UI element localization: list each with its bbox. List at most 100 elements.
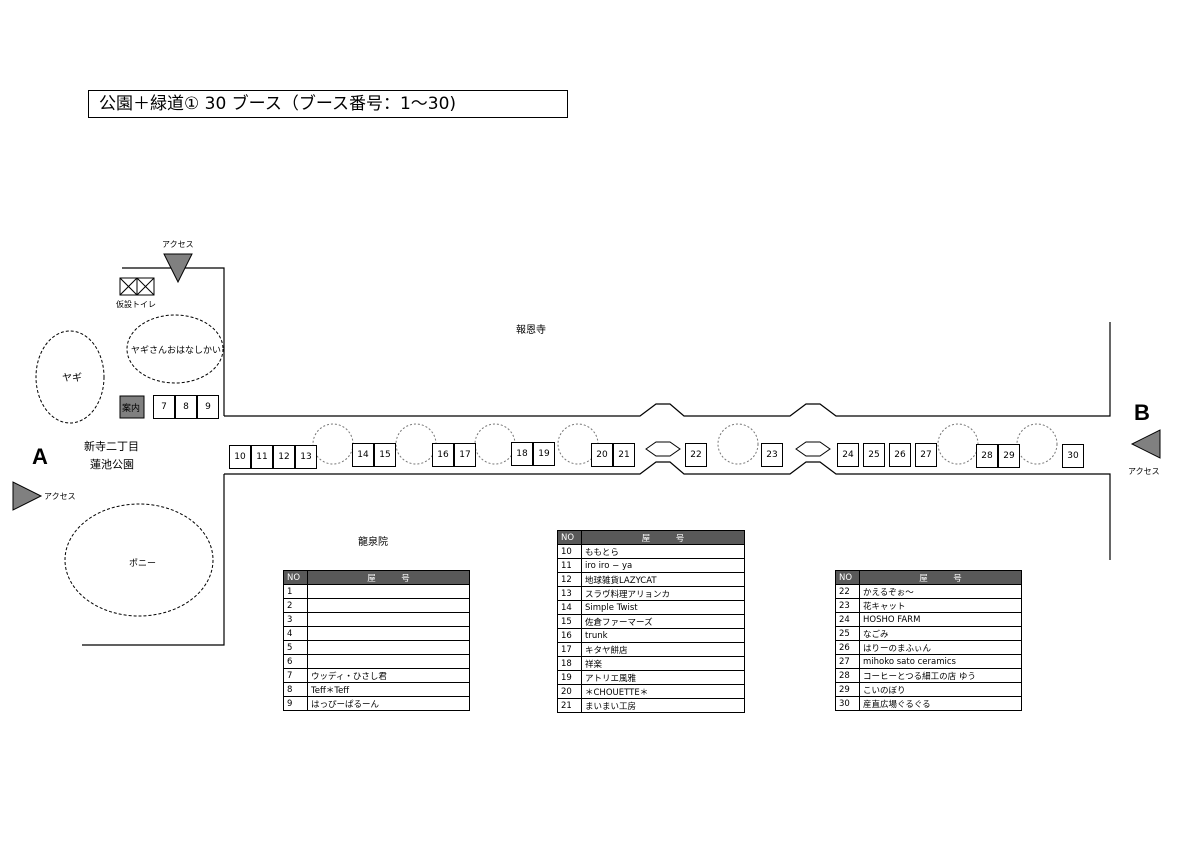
booth-number-cell: 18	[557, 656, 582, 671]
booth-number-cell: 4	[283, 626, 308, 641]
shop-name-cell: アトリエ風雅	[581, 670, 745, 685]
booth: 19	[533, 442, 555, 466]
booth-number-cell: 16	[557, 628, 582, 643]
shop-name-cell: HOSHO FARM	[859, 612, 1022, 627]
table-row: 20＊CHOUETTE＊	[557, 684, 745, 699]
booth: 16	[432, 443, 454, 467]
shop-name-cell: まいまい工房	[581, 698, 745, 713]
booth: 18	[511, 442, 533, 466]
shop-name-cell: mihoko sato ceramics	[859, 654, 1022, 669]
access-arrow-icon	[12, 481, 43, 511]
table-header-no: NO	[283, 570, 308, 585]
shop-name-cell: はっぴーぱるーん	[307, 696, 470, 711]
booth: 28	[976, 444, 998, 468]
booth-number-cell: 19	[557, 670, 582, 685]
booth-number-cell: 5	[283, 640, 308, 655]
shop-name-cell: なごみ	[859, 626, 1022, 641]
booth-number-cell: 12	[557, 572, 582, 587]
shop-name-cell: かえるぞぉ〜	[859, 584, 1022, 599]
temple-south-label: 龍泉院	[358, 537, 388, 548]
table-row: 6	[283, 654, 470, 669]
shop-name-cell: 佐倉ファーマーズ	[581, 614, 745, 629]
table-row: 5	[283, 640, 470, 655]
booth: 14	[352, 443, 374, 467]
access-label: アクセス	[44, 492, 76, 501]
booth: 11	[251, 445, 273, 469]
shop-name-cell: 花キャット	[859, 598, 1022, 613]
booth: 30	[1062, 444, 1084, 468]
park-name-line2: 蓮池公園	[90, 458, 134, 471]
booth: 17	[454, 443, 476, 467]
shop-name-cell	[307, 598, 470, 613]
booth: 7	[153, 395, 175, 419]
booth-number-cell: 24	[835, 612, 860, 627]
shop-name-cell: 産直広場ぐるぐる	[859, 696, 1022, 711]
booth: 9	[197, 395, 219, 419]
booth: 8	[175, 395, 197, 419]
booth: 23	[761, 443, 783, 467]
table-header-name: 屋 号	[307, 570, 470, 585]
booth-number-cell: 15	[557, 614, 582, 629]
booth: 22	[685, 443, 707, 467]
table-row: 3	[283, 612, 470, 627]
booth-number-cell: 26	[835, 640, 860, 655]
info-label: 案内	[122, 404, 141, 414]
shop-name-cell: キタヤ餅店	[581, 642, 745, 657]
booth-number-cell: 10	[557, 544, 582, 559]
booth-number-cell: 29	[835, 682, 860, 697]
booth-number-cell: 23	[835, 598, 860, 613]
toilet-icon	[119, 277, 155, 296]
shop-name-cell: ももとら	[581, 544, 745, 559]
access-arrow-icon	[163, 253, 193, 284]
shop-name-cell	[307, 612, 470, 627]
shop-name-cell: はりーのまふぃん	[859, 640, 1022, 655]
booth-number-cell: 22	[835, 584, 860, 599]
booth-number-cell: 13	[557, 586, 582, 601]
booth-number-cell: 28	[835, 668, 860, 683]
table-header-no: NO	[557, 530, 582, 545]
booth-number-cell: 30	[835, 696, 860, 711]
table-header-name: 屋 号	[859, 570, 1022, 585]
booth-number-cell: 2	[283, 598, 308, 613]
booth: 15	[374, 443, 396, 467]
booth: 24	[837, 443, 859, 467]
booth-number-cell: 9	[283, 696, 308, 711]
shop-name-cell: 地球雑貨LAZYCAT	[581, 572, 745, 587]
table-row: 1	[283, 584, 470, 599]
point-a: A	[32, 444, 48, 469]
shop-name-cell	[307, 626, 470, 641]
booth-number-cell: 14	[557, 600, 582, 615]
goat-talk-label: ヤギさんおはなしかい	[131, 346, 222, 356]
access-arrow-icon	[1130, 429, 1161, 459]
booth-number-cell: 20	[557, 684, 582, 699]
booth-number-cell: 1	[283, 584, 308, 599]
booth: 21	[613, 443, 635, 467]
toilet-label: 仮設トイレ	[116, 300, 156, 309]
booth: 29	[998, 444, 1020, 468]
booth: 20	[591, 443, 613, 467]
booth: 12	[273, 445, 295, 469]
